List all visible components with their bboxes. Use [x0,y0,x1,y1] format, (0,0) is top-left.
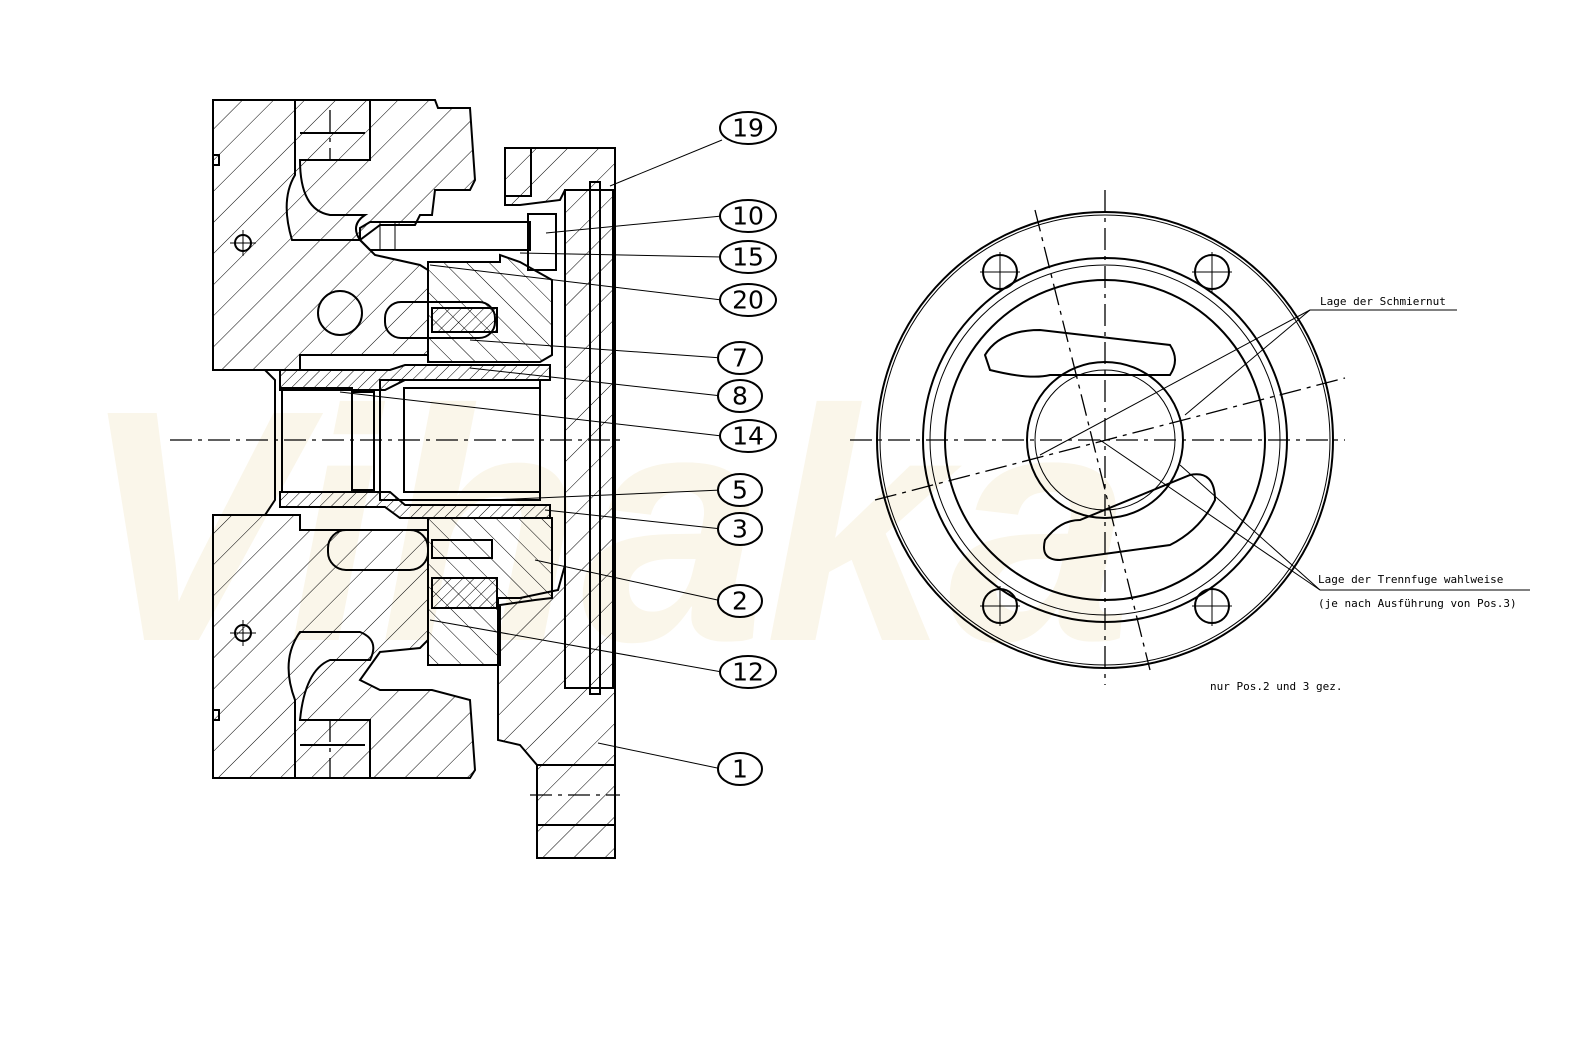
svg-text:1: 1 [732,755,748,784]
balloon-19: 19 [719,111,777,145]
note-schmiernut: Lage der Schmiernut [1320,295,1446,308]
svg-text:14: 14 [732,422,764,451]
bolt-hole [1192,252,1232,292]
balloon-5: 5 [717,473,763,507]
svg-text:2: 2 [732,587,748,616]
section-view [170,99,620,859]
flange [497,147,616,859]
screw [359,221,531,251]
balloon-10: 10 [719,199,777,233]
balloon-12: 12 [719,655,777,689]
bolt-hole [980,586,1020,626]
svg-text:19: 19 [732,114,764,143]
svg-text:3: 3 [732,515,748,544]
svg-text:10: 10 [732,202,764,231]
balloon-2: 2 [717,584,763,618]
svg-text:15: 15 [732,243,764,272]
balloon-7: 7 [717,341,763,375]
bolt-hole [1192,586,1232,626]
leaders [339,139,723,770]
svg-text:20: 20 [732,286,764,315]
note-footer: nur Pos.2 und 3 gez. [1210,680,1342,693]
balloon-15: 15 [719,240,777,274]
svg-text:8: 8 [732,382,748,411]
svg-text:5: 5 [732,476,748,505]
front-view [850,190,1530,685]
balloon-14: 14 [719,419,777,453]
note-trennfuge: Lage der Trennfuge wahlweise [1318,573,1503,586]
balloon-20: 20 [719,283,777,317]
balloon-1: 1 [717,752,763,786]
balloon-3: 3 [717,512,763,546]
bushing [279,364,551,391]
bolt-hole [980,252,1020,292]
balloon-8: 8 [717,379,763,413]
svg-text:12: 12 [732,658,764,687]
svg-text:7: 7 [732,344,748,373]
note-trennfuge-sub: (je nach Ausführung von Pos.3) [1318,597,1517,610]
